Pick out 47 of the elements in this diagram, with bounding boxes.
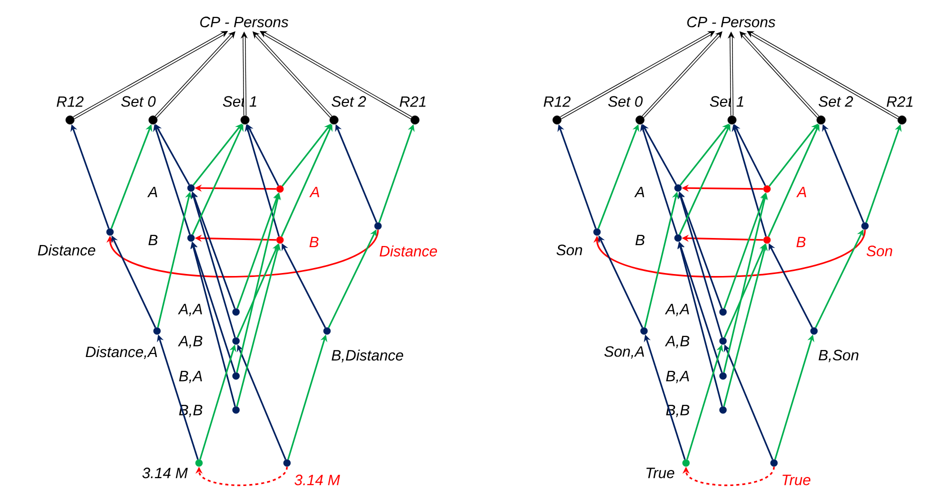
double-arrow xyxy=(154,31,236,118)
node-label: 3.14 M xyxy=(142,468,188,478)
node-label: A,A xyxy=(178,304,202,316)
node-label: B,A xyxy=(179,370,202,384)
node-label: A,B xyxy=(664,336,690,348)
node-label: Set 1 xyxy=(710,96,744,107)
node-label: True xyxy=(646,468,674,478)
curved-arrow xyxy=(106,229,379,278)
node-label: Distance xyxy=(380,245,437,256)
node-label: Distance xyxy=(38,244,96,256)
double-arrow xyxy=(642,31,722,118)
node-label: A xyxy=(634,186,644,198)
arrow xyxy=(282,124,332,187)
curved-arrow xyxy=(593,229,866,278)
node-label: True xyxy=(782,474,810,486)
node-label: B xyxy=(796,236,806,248)
node-label: Son,A xyxy=(604,346,644,359)
node-label: Set 0 xyxy=(121,96,156,107)
node-label: A xyxy=(796,186,806,198)
node-label: R12 xyxy=(56,96,84,107)
node-label: A xyxy=(309,186,320,198)
node-label: R12 xyxy=(544,96,571,107)
node-label: B,Son xyxy=(818,350,858,362)
node-label: R21 xyxy=(886,96,912,107)
curved-dashed-arrow xyxy=(682,466,775,486)
curved-dashed-arrow xyxy=(195,466,288,486)
node-label: A,B xyxy=(178,336,202,348)
node-label: 3.14 M xyxy=(294,474,340,486)
arrow xyxy=(768,124,818,187)
node-label: CP - Persons xyxy=(687,16,776,28)
node-label: R21 xyxy=(400,96,426,107)
node-label: B xyxy=(309,236,318,248)
node-label: CP - Persons xyxy=(200,16,288,28)
node-label: B,A xyxy=(666,370,689,384)
node-label: A xyxy=(147,186,158,198)
node-label: A,A xyxy=(664,304,689,316)
node-label: Set 2 xyxy=(818,96,853,107)
node-label: Set 2 xyxy=(332,96,366,107)
node-label: Distance,A xyxy=(86,346,157,359)
node-label: B,Distance xyxy=(332,350,404,362)
node-label: Set 0 xyxy=(608,96,643,107)
node-label: B xyxy=(148,234,158,246)
node-label: Son xyxy=(866,246,892,256)
node-label: Set 1 xyxy=(222,96,256,107)
double-arrow xyxy=(252,31,332,118)
node-label: B xyxy=(635,234,644,246)
node-label: Son xyxy=(556,244,582,256)
